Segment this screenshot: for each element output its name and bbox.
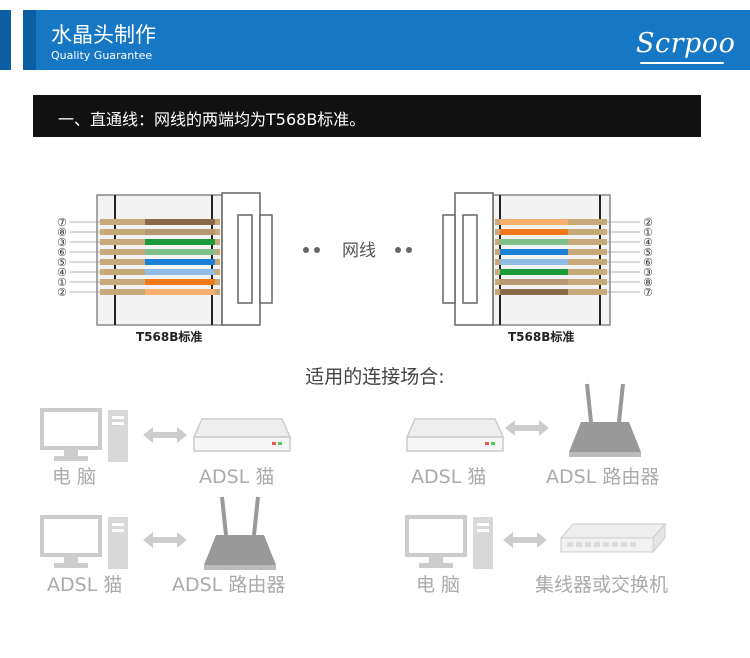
switch-icon [559, 522, 667, 554]
pair1-left-label: 电 脑 [52, 466, 97, 488]
brand-underline [640, 62, 724, 64]
adsl-modem-icon [192, 418, 292, 452]
rj45-diagram: ⑦ ⑧ ③ ⑥ ⑤ ④ ① ② ② ① ④ ⑤ ⑥ ③ ⑧ ⑦ 网线 [57, 192, 653, 326]
pair3-right-label: ADSL 路由器 [172, 574, 286, 596]
adsl-modem-icon-2 [405, 418, 505, 452]
banner-left-bar [0, 10, 11, 70]
banner-accent-bar [23, 10, 36, 70]
left-pin-2: ⑧ [57, 226, 67, 239]
left-pin-4: ⑥ [57, 246, 67, 259]
left-pin-labels: ⑦ ⑧ ③ ⑥ ⑤ ④ ① ② [57, 216, 67, 299]
double-arrow-icon [503, 532, 547, 548]
right-pin-2: ① [643, 226, 653, 239]
computer-icon [405, 515, 493, 569]
left-pin-7: ① [57, 276, 67, 289]
computer-icon [40, 515, 128, 569]
right-pin-8: ⑦ [643, 286, 653, 299]
section-heading: 一、直通线：网线的两端均为T568B标准。 [33, 95, 701, 137]
banner-gap [11, 10, 23, 70]
pair1-right-label: ADSL 猫 [199, 466, 275, 488]
double-arrow-icon [143, 427, 187, 443]
double-arrow-icon [143, 532, 187, 548]
page-title: 水晶头制作 [51, 23, 156, 47]
computer-icon [40, 408, 128, 462]
right-pin-3: ④ [643, 236, 653, 249]
right-pin-4: ⑤ [643, 246, 653, 259]
left-pin-6: ④ [57, 266, 67, 279]
right-wires [495, 219, 607, 295]
pair4-left-label: 电 脑 [416, 574, 461, 596]
occasions-title: 适用的连接场合: [305, 366, 445, 388]
right-pin-1: ② [643, 216, 653, 229]
left-connector [70, 192, 273, 326]
right-pin-labels: ② ① ④ ⑤ ⑥ ③ ⑧ ⑦ [643, 216, 653, 299]
page-subtitle: Quality Guarantee [51, 49, 153, 62]
double-arrow-icon [505, 420, 549, 436]
header-banner: 水晶头制作 Quality Guarantee Scrpoo [0, 10, 750, 70]
brand-logo: Scrpoo [636, 28, 736, 59]
section-heading-text: 一、直通线：网线的两端均为T568B标准。 [58, 110, 366, 129]
left-wires [100, 219, 220, 295]
right-pin-5: ⑥ [643, 256, 653, 269]
left-pin-3: ③ [57, 236, 67, 249]
left-pin-1: ⑦ [57, 216, 67, 229]
pair2-left-label: ADSL 猫 [411, 466, 487, 488]
cable-dots [303, 247, 412, 253]
right-pin-6: ③ [643, 266, 653, 279]
left-pin-8: ② [57, 286, 67, 299]
left-standard-label: T568B标准 [136, 330, 203, 344]
pair4-right-label: 集线器或交换机 [535, 574, 669, 596]
pair2-right-label: ADSL 路由器 [546, 466, 660, 488]
right-pin-7: ⑧ [643, 276, 653, 289]
router-icon [569, 383, 641, 457]
pair3-left-label: ADSL 猫 [47, 574, 123, 596]
router-icon [204, 496, 276, 570]
cable-label: 网线 [342, 241, 376, 261]
right-connector [442, 192, 640, 326]
right-standard-label: T568B标准 [508, 330, 575, 344]
left-pin-5: ⑤ [57, 256, 67, 269]
